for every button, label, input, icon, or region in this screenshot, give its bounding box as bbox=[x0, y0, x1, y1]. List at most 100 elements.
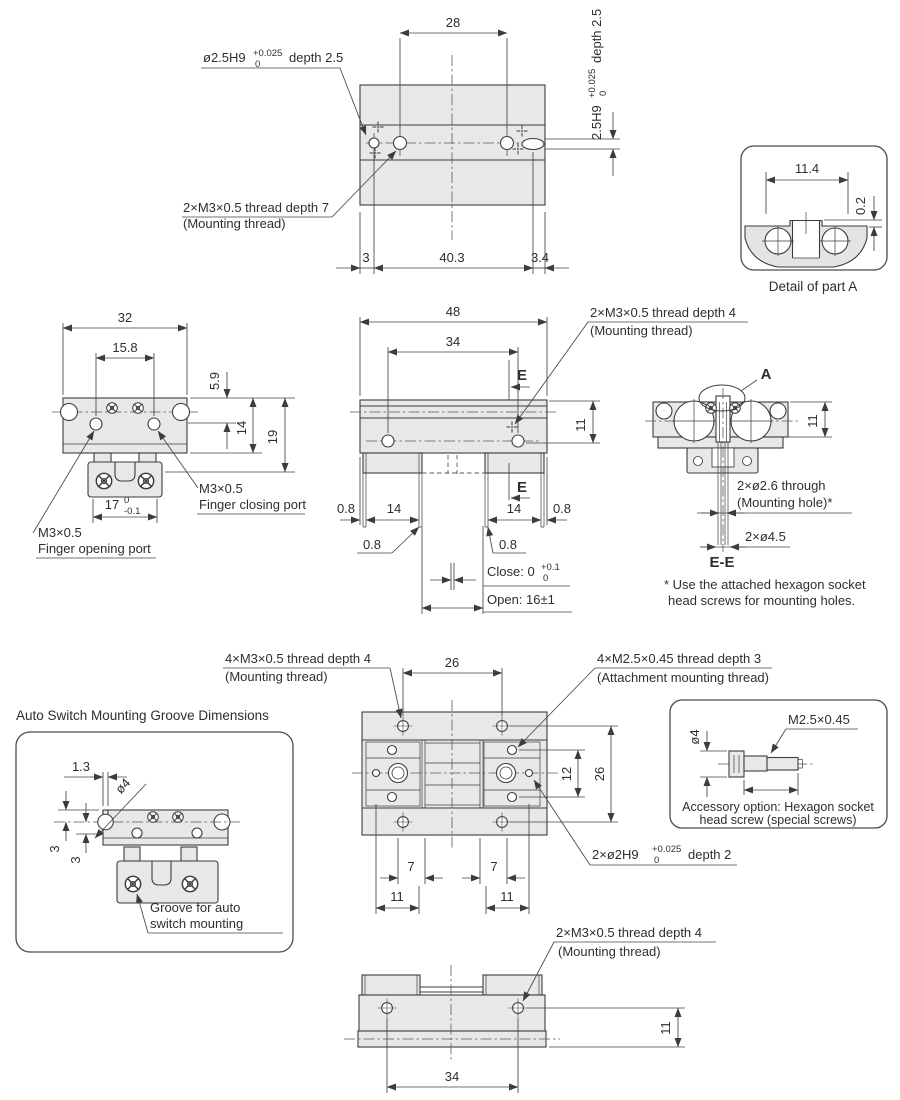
screw-tip bbox=[797, 759, 803, 769]
dim-14-right: 14 bbox=[507, 501, 521, 516]
top-view-body bbox=[359, 84, 546, 206]
closing-port-label-1: M3×0.5 bbox=[199, 481, 243, 496]
attach-thread-hole bbox=[506, 744, 518, 756]
dim-17-tol-minus: -0.1 bbox=[124, 506, 140, 517]
detail-a-view: 11.4 0.2 Detail of part A bbox=[740, 145, 888, 294]
finger-left bbox=[362, 452, 423, 474]
top-thread-label-2: (Mounting thread) bbox=[183, 216, 286, 231]
dim-11-4: 11.4 bbox=[795, 161, 819, 176]
side-thread-label-1: 2×M3×0.5 thread depth 4 bbox=[590, 305, 736, 320]
svg-text:depth 2.5: depth 2.5 bbox=[589, 9, 604, 63]
top-view: 28 ø2.5H9 +0.025 0 depth 2.5 2×M3×0.5 th… bbox=[182, 9, 620, 274]
screw-icon bbox=[137, 472, 155, 490]
finger-top-right bbox=[482, 974, 543, 996]
dim-0-2: 0.2 bbox=[853, 197, 868, 215]
ear-hole-left bbox=[655, 402, 673, 420]
screw-icon bbox=[172, 811, 184, 823]
dim-12: 12 bbox=[559, 767, 574, 781]
accessory-caption-2: head screw (special screws) bbox=[700, 813, 857, 827]
close-tol-plus: +0.1 bbox=[541, 562, 560, 573]
opening-port-label-1: M3×0.5 bbox=[38, 525, 82, 540]
attach-m3-label-1: 4×M3×0.5 thread depth 4 bbox=[225, 651, 371, 666]
screw-icon bbox=[181, 875, 199, 893]
slot-label: 2.5H9 +0.025 0 depth 2.5 bbox=[587, 9, 609, 140]
bottom-view: 2×M3×0.5 thread depth 4 (Mounting thread… bbox=[344, 925, 716, 1093]
opening-port-label-2: Finger opening port bbox=[38, 541, 151, 556]
accessory-d4: ø4 bbox=[687, 729, 702, 744]
top-thread-label-1: 2×M3×0.5 thread depth 7 bbox=[183, 200, 329, 215]
dim-7-left: 7 bbox=[407, 859, 414, 874]
attachment-view: 4×M3×0.5 thread depth 4 (Mounting thread… bbox=[223, 651, 772, 914]
port-hole bbox=[191, 827, 203, 839]
section-ee-view: A 11 2×ø2.6 through (Mounting hole)* 2×ø… bbox=[645, 366, 866, 608]
front-view: 32 15.8 5.9 14 19 17 0 -0.1 M3×0.5 Finge… bbox=[32, 310, 306, 559]
dim-17-tol-plus: 0 bbox=[124, 495, 129, 506]
mount-thread-hole-left bbox=[392, 135, 408, 151]
dim-11-right: 11 bbox=[500, 889, 514, 904]
jaw-tab bbox=[123, 846, 141, 862]
attach-m3-label-2: (Mounting thread) bbox=[225, 669, 328, 684]
svg-text:0: 0 bbox=[598, 91, 609, 96]
dim-48: 48 bbox=[446, 304, 460, 319]
dim-17: 17 bbox=[105, 497, 119, 512]
ear-hole-left bbox=[59, 402, 79, 422]
detail-a-caption: Detail of part A bbox=[769, 279, 858, 294]
dim-11-ee: 11 bbox=[805, 414, 820, 428]
dowel-tol-zero: 0 bbox=[255, 59, 260, 70]
attach-m25-label-2: (Attachment mounting thread) bbox=[597, 670, 769, 685]
ee-note-2: head screws for mounting holes. bbox=[668, 593, 855, 608]
ee-counterbore-label: 2×ø4.5 bbox=[745, 529, 786, 544]
dowel-hole-left bbox=[371, 768, 381, 778]
ee-note-1: * Use the attached hexagon socket bbox=[664, 577, 866, 592]
groove-label-1: Groove for auto bbox=[150, 900, 240, 915]
h9-tol-plus: +0.025 bbox=[652, 844, 681, 855]
mount-hole-left bbox=[381, 434, 395, 448]
attach-body bbox=[361, 711, 548, 836]
finger-opening-port-hole bbox=[89, 417, 103, 431]
finger-closing-port-hole bbox=[147, 417, 161, 431]
close-label: Close: 0 bbox=[487, 564, 535, 579]
groove-section-circle bbox=[97, 813, 114, 831]
dowel-label-suffix: depth 2.5 bbox=[289, 50, 343, 65]
dim-0-8-right: 0.8 bbox=[553, 501, 571, 516]
dim-3b: 3 bbox=[68, 856, 83, 863]
h9-suffix: depth 2 bbox=[688, 847, 731, 862]
h9-tol-zero: 0 bbox=[654, 855, 659, 866]
dim-11-left: 11 bbox=[390, 889, 404, 904]
jaw-tab bbox=[180, 846, 198, 862]
dowel-label: ø2.5H9 bbox=[203, 50, 246, 65]
mount-hole-right bbox=[511, 434, 525, 448]
screw-icon bbox=[147, 811, 159, 823]
ear-hole-right bbox=[769, 402, 787, 420]
screw-icon bbox=[729, 402, 741, 414]
close-tol-zero: 0 bbox=[543, 573, 548, 584]
auto-switch-panel: Auto Switch Mounting Groove Dimensions 1… bbox=[15, 708, 294, 953]
dim-5-9: 5.9 bbox=[207, 372, 222, 390]
section-e-top: E bbox=[517, 367, 527, 384]
dim-3: 3 bbox=[362, 250, 369, 265]
svg-text:+0.025: +0.025 bbox=[587, 69, 598, 98]
auto-switch-title: Auto Switch Mounting Groove Dimensions bbox=[16, 708, 269, 723]
dim-15-8: 15.8 bbox=[112, 340, 137, 355]
dim-40-3: 40.3 bbox=[439, 250, 464, 265]
dim-14-left: 14 bbox=[387, 501, 401, 516]
screw-shank bbox=[743, 755, 768, 772]
lead-0-8-right: 0.8 bbox=[499, 537, 517, 552]
as-bar bbox=[102, 809, 229, 846]
dim-14: 14 bbox=[234, 421, 249, 435]
ear-hole-right bbox=[171, 402, 191, 422]
finger-right bbox=[484, 452, 545, 474]
slot-hole bbox=[521, 137, 545, 151]
mount-thread-hole-right bbox=[499, 135, 515, 151]
groove-label-2: switch mounting bbox=[150, 916, 243, 931]
attach-thread-hole bbox=[386, 744, 398, 756]
screw-thread bbox=[766, 756, 799, 771]
dim-19: 19 bbox=[265, 430, 280, 444]
side-thread-label-2: (Mounting thread) bbox=[590, 323, 693, 338]
dim-0-8-left: 0.8 bbox=[337, 501, 355, 516]
screw-head bbox=[728, 750, 745, 778]
screw-icon bbox=[95, 472, 113, 490]
accessory-caption-1: Accessory option: Hexagon socket bbox=[682, 800, 874, 814]
as-jaw-block bbox=[116, 860, 219, 904]
